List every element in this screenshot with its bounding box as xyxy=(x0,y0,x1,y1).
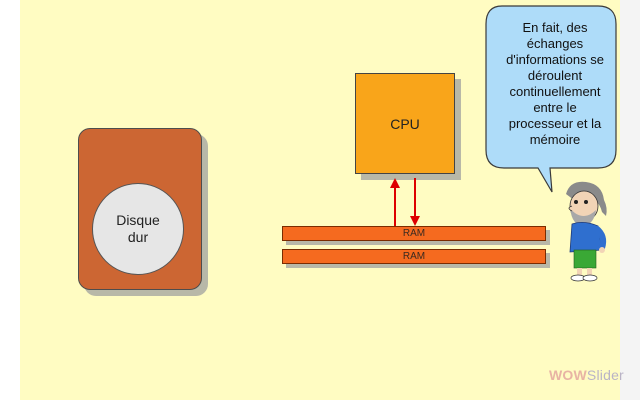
wowslider-watermark[interactable]: WOWSlider xyxy=(549,367,624,383)
bubble-line: continuellement xyxy=(509,84,601,99)
bubble-line: déroulent xyxy=(527,68,583,83)
data-transfer-arrows xyxy=(390,178,420,226)
right-margin xyxy=(620,0,640,400)
speech-bubble-text: En fait, des échanges d'informations se … xyxy=(492,20,618,148)
arrow-up-icon xyxy=(390,178,400,226)
bubble-line: En fait, des xyxy=(522,20,588,35)
speech-bubble xyxy=(485,5,617,193)
cpu-label: CPU xyxy=(390,115,420,132)
watermark-part2: Slider xyxy=(586,367,624,383)
ram-strip-1: RAM xyxy=(282,226,546,241)
cpu-box: CPU xyxy=(355,73,455,174)
bubble-line: processeur et la xyxy=(508,116,602,131)
watermark-part1: WOW xyxy=(549,367,587,383)
bubble-line: entre le xyxy=(533,100,577,115)
bubble-line: d'informations se xyxy=(506,52,604,67)
arrow-down-icon xyxy=(410,178,420,226)
cartoon-professor-icon xyxy=(566,181,607,282)
bubble-line: mémoire xyxy=(529,132,581,147)
disk-label-line2: dur xyxy=(127,229,149,245)
ram-label-1: RAM xyxy=(402,228,426,239)
ram-label-2: RAM xyxy=(402,251,426,262)
ram-strip-2: RAM xyxy=(282,249,546,264)
disk-label-line1: Disque xyxy=(116,212,160,228)
bubble-line: échanges xyxy=(526,36,584,51)
